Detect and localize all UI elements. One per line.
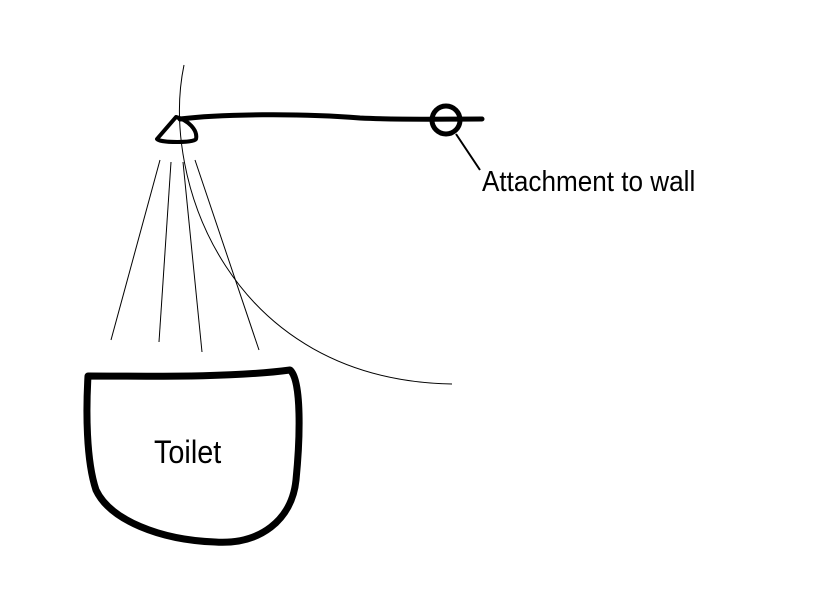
toilet-label: Toilet xyxy=(154,434,222,470)
leader-line xyxy=(455,133,481,171)
swing-arc xyxy=(179,64,453,385)
arm-rod xyxy=(177,112,485,122)
spray-line xyxy=(158,161,172,343)
wall-attachment-ring xyxy=(429,103,463,137)
spray-line xyxy=(182,161,203,353)
spray-line xyxy=(110,159,161,341)
spray-nozzle xyxy=(155,115,199,144)
spray-line xyxy=(194,159,260,351)
attachment-label: Attachment to wall xyxy=(482,166,696,198)
toilet-bowl xyxy=(83,366,303,546)
